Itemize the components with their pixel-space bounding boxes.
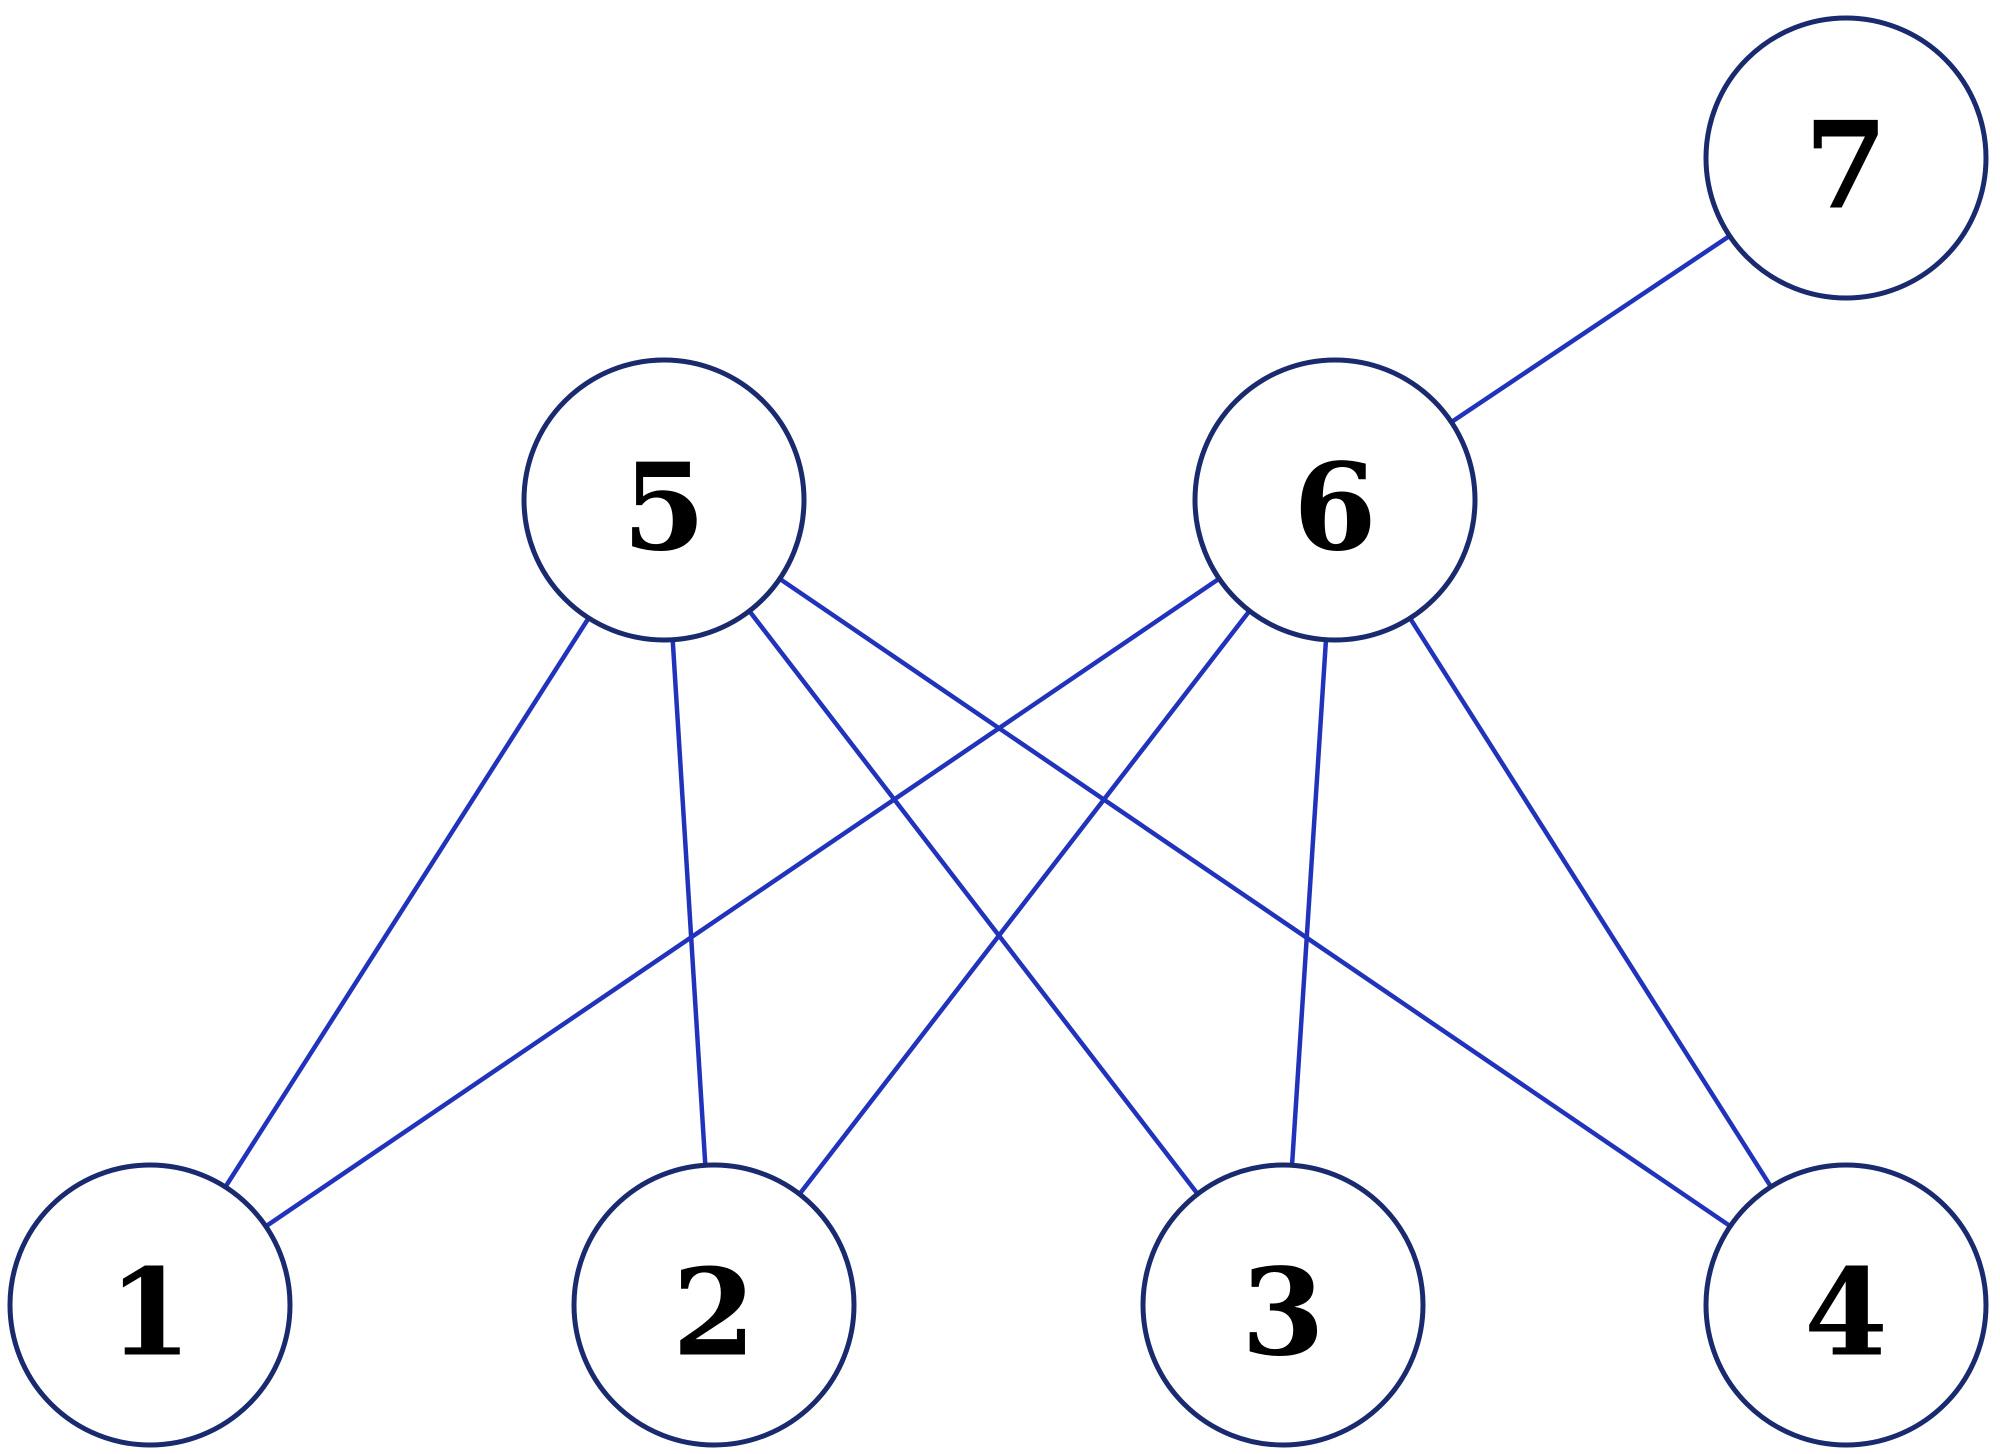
node-6: 6 [1192, 357, 1478, 643]
node-2-circle [571, 1162, 857, 1448]
node-2: 2 [571, 1162, 857, 1448]
node-6-circle [1192, 357, 1478, 643]
node-2-label: 2 [672, 1243, 756, 1384]
edge-5-2 [670, 637, 708, 1168]
node-1: 1 [7, 1162, 293, 1448]
node-6-label: 6 [1293, 438, 1377, 579]
edge-6-4 [1407, 615, 1774, 1190]
node-5: 5 [521, 357, 807, 643]
node-3-circle [1140, 1162, 1426, 1448]
node-4-circle [1703, 1162, 1989, 1448]
node-7: 7 [1703, 15, 1989, 301]
node-3-label: 3 [1241, 1243, 1325, 1384]
edge-5-3 [747, 608, 1200, 1197]
node-3: 3 [1140, 1162, 1426, 1448]
node-1-label: 1 [108, 1243, 192, 1384]
node-4-label: 4 [1804, 1243, 1888, 1384]
edge-6-1 [263, 576, 1222, 1229]
edge-6-7 [1449, 233, 1732, 425]
node-5-label: 5 [622, 438, 706, 579]
node-7-label: 7 [1804, 96, 1888, 237]
edge-6-2 [797, 608, 1252, 1197]
nodes-layer: 1 2 3 4 5 6 7 [7, 15, 1989, 1448]
node-7-circle [1703, 15, 1989, 301]
edge-5-4 [777, 576, 1733, 1229]
edges-layer [223, 233, 1774, 1229]
edge-5-1 [223, 615, 591, 1190]
edge-6-3 [1289, 637, 1329, 1168]
node-1-circle [7, 1162, 293, 1448]
node-5-circle [521, 357, 807, 643]
node-4: 4 [1703, 1162, 1989, 1448]
